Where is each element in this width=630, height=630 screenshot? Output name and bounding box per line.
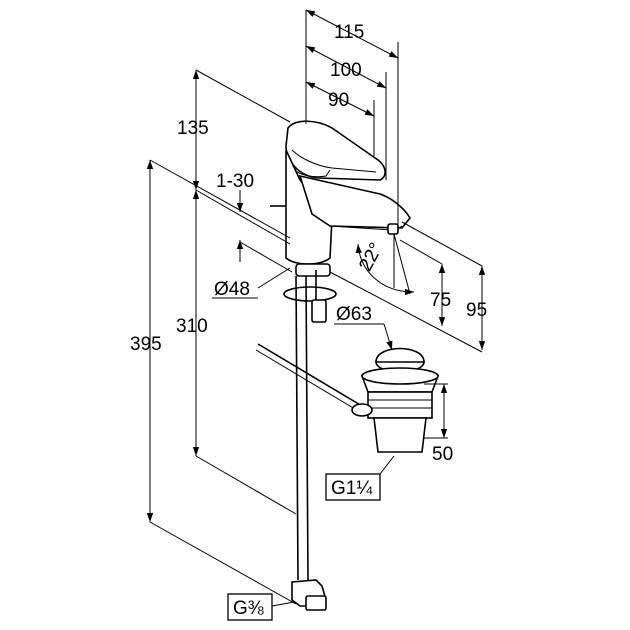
leader-dia63-down [383,323,393,351]
dim-label-135: 135 [177,118,209,139]
ext-line-1-30 [239,241,293,273]
lift-rod-shaft [257,343,363,407]
ext-line-310-bottom [195,455,297,515]
base-collar [295,263,331,277]
spout [298,174,411,229]
dim-label-50: 50 [432,444,453,465]
dim-label-90: 90 [328,90,349,111]
waste-nut [351,403,373,417]
waste-tailpiece [373,417,427,453]
dim-label-95: 95 [466,300,487,321]
dim-label-310: 310 [176,316,208,337]
dimension-labels: 115 100 90 135 1-30 22° Ø48 Ø63 75 95 39… [130,22,487,465]
ext-line-135-top [195,69,291,123]
ext-line-base [329,271,483,353]
dim-label-395: 395 [130,334,162,355]
thread-label-supply-box [227,593,273,621]
thread-label-waste-text: G1¼ [331,478,373,499]
waste-plug-dome [375,347,425,363]
mounting-set [283,263,337,611]
waste-flange-top [361,367,439,385]
thread-label-supply-text: G⅜ [233,598,264,619]
faucet-body [270,120,411,265]
waste-body [367,391,433,419]
ext-line-310-top [195,189,291,245]
lift-rod-shaft-2 [255,349,361,413]
dim-line-100 [305,45,387,89]
leader-dia48 [257,267,291,289]
leader-g38 [271,601,295,607]
supply-hose-left [295,275,299,581]
mounting-washer [283,286,337,302]
spout-axis [393,233,411,295]
thread-label-waste-box [325,473,381,501]
dim-label-115: 115 [334,22,364,43]
lever-handle-edge [291,149,377,173]
popup-waste [351,347,440,453]
dim-label-100: 100 [330,60,362,81]
ext-line-95-top [401,221,483,267]
dim-label-dia48: Ø48 [214,279,250,300]
mounting-nut [311,299,327,323]
dim-label-22deg: 22° [355,239,387,274]
ext-line-395-bottom [149,521,297,605]
dim-label-dia63: Ø63 [336,304,372,325]
supply-hose-right [305,275,309,581]
lift-rod [255,343,363,413]
hose-nut [305,595,327,611]
angle-arc [355,243,415,296]
dim-line-90 [305,81,375,117]
leader-g114 [379,455,395,475]
dim-label-1-30: 1-30 [216,171,254,192]
thread-label-waste: G1¼ [325,473,381,501]
aerator [387,223,399,235]
ext-line-75-top [399,239,443,265]
ext-line-395-top [149,159,291,239]
thread-label-supply: G⅜ [227,593,273,621]
dimensions [146,9,486,607]
dim-label-75: 75 [430,290,451,311]
